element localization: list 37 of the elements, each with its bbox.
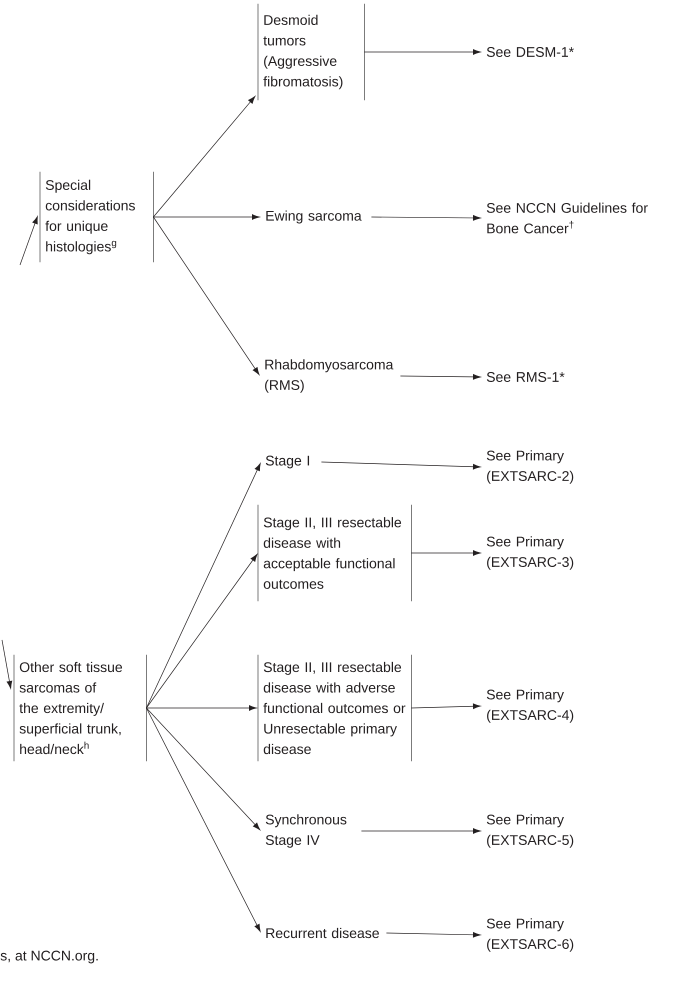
- text-label: Synchronous Stage IV: [266, 814, 346, 848]
- arrow: [146, 708, 260, 830]
- arrow: [2, 640, 12, 689]
- arrow: [364, 49, 481, 55]
- bracketed-text-box: Desmoid tumors (Aggressive fibromatosis): [258, 3, 365, 101]
- text-label: Ewing sarcoma: [266, 210, 362, 224]
- text-label: Stage I: [266, 456, 310, 468]
- text-label: See Primary (EXTSARC-3): [486, 536, 574, 570]
- arrow: [371, 215, 481, 221]
- arrow: [411, 550, 481, 556]
- arrow: [153, 96, 256, 218]
- arrow: [400, 374, 481, 380]
- arrow: [146, 708, 261, 932]
- bracketed-text-box: Special considerations for unique histologies$^{g}$: [40, 171, 154, 263]
- arrow: [146, 554, 258, 708]
- footnote-text: s, at NCCN.org.: [0, 950, 98, 964]
- arrow: [386, 932, 481, 938]
- text-label: See Primary (EXTSARC-4): [486, 689, 574, 723]
- text-label: See Primary (EXTSARC-5): [486, 814, 574, 848]
- arrow: [20, 216, 38, 266]
- arrow: [153, 216, 260, 375]
- text-label: See Primary (EXTSARC-2): [486, 450, 574, 484]
- bracketed-text-box: Other soft tissue sarcomas of the extremity/ superficial trunk, head/neck$^{h}$: [14, 654, 147, 762]
- text-label: Recurrent disease: [266, 928, 379, 938]
- bracketed-text-box: Stage II, III resectable disease with acceptable functional outcomes: [258, 504, 412, 602]
- text-label: Rhabdomyosarcoma (RMS): [265, 359, 394, 393]
- arrow: [411, 703, 481, 709]
- arrow: [146, 463, 261, 708]
- text-label: See RMS-1*: [486, 372, 565, 382]
- text-label: See Primary (EXTSARC-6): [486, 918, 574, 952]
- text-label: See DESM-1*: [486, 47, 574, 57]
- text-label: See NCCN Guidelines for Bone Cancer$^{†}$: [486, 202, 648, 234]
- arrow: [153, 214, 260, 220]
- arrow: [321, 462, 481, 470]
- arrow: [361, 828, 481, 834]
- bracketed-text-box: Stage II, III resectable disease with adverse functional outcomes or Unresectable primary disease: [258, 654, 412, 762]
- arrow: [146, 705, 257, 711]
